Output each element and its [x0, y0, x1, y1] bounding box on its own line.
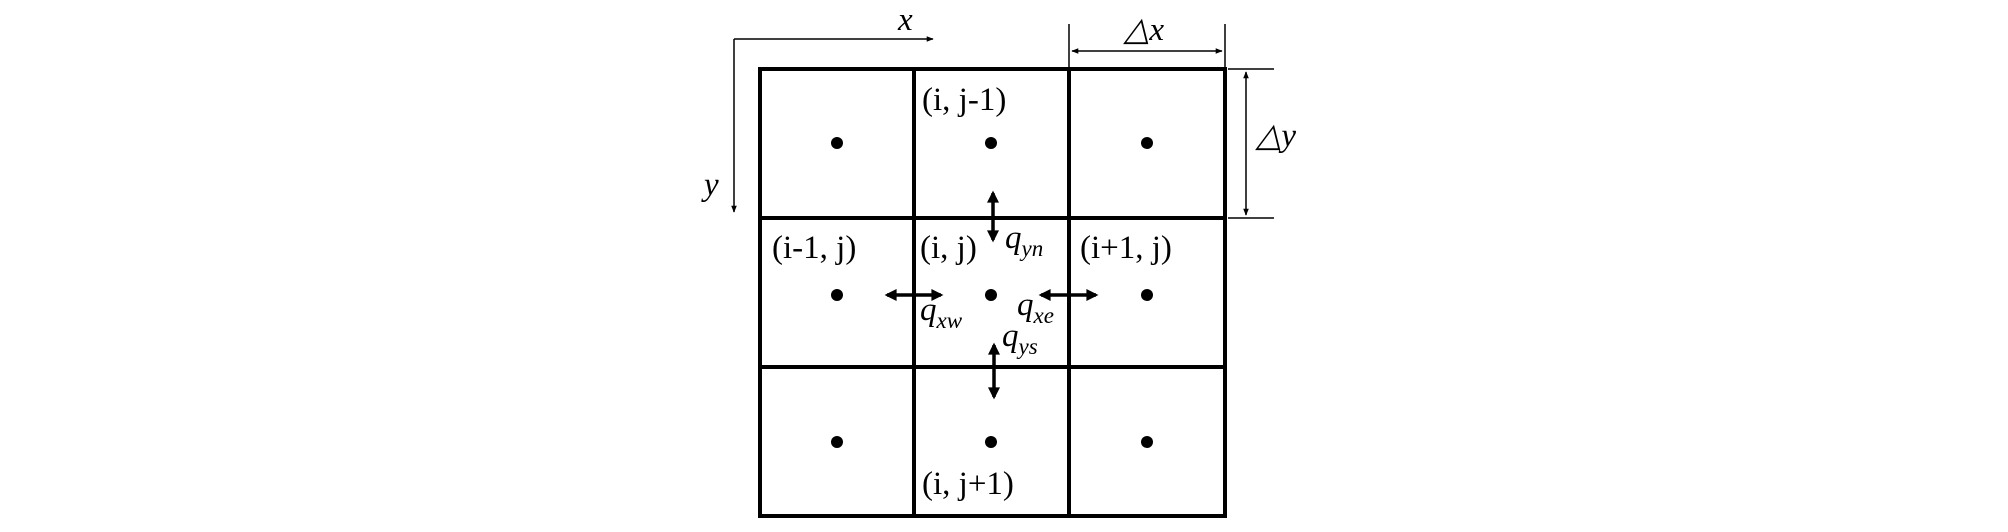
flux-yn-label: qyn	[1005, 220, 1043, 261]
flux-symbol: q	[1002, 318, 1019, 354]
flux-subscript: ys	[1017, 334, 1038, 359]
flux-xw-label: qxw	[920, 292, 963, 333]
dy-dimension: △y	[1228, 68, 1296, 219]
cell-label-north: (i, j-1)	[922, 82, 1006, 118]
node-dot	[1141, 289, 1153, 301]
flux-subscript: yn	[1020, 236, 1044, 261]
node-dot	[831, 289, 843, 301]
coordinate-axes: x y	[701, 2, 934, 213]
flux-symbol: q	[1017, 287, 1034, 323]
flux-xe-label: qxe	[1017, 287, 1054, 328]
cell-label-center: (i, j)	[920, 230, 977, 266]
grid-border	[758, 67, 1227, 518]
cell-label-south: (i, j+1)	[922, 466, 1014, 502]
dx-label: △x	[1123, 12, 1164, 48]
flux-subscript: xw	[936, 308, 963, 333]
dx-dimension: △x	[1068, 12, 1226, 69]
node-dot	[985, 137, 997, 149]
flux-ys-label: qys	[1002, 318, 1038, 359]
dy-label: △y	[1255, 118, 1296, 154]
flux-subscript: xe	[1033, 303, 1054, 328]
node-dot	[985, 436, 997, 448]
node-dot	[1141, 436, 1153, 448]
node-dot	[1141, 137, 1153, 149]
node-dot	[985, 289, 997, 301]
flux-symbol: q	[920, 292, 937, 328]
y-axis-label: y	[701, 167, 719, 203]
flux-symbol: q	[1005, 220, 1022, 256]
cell-nodes	[831, 137, 1153, 448]
cell-label-east: (i+1, j)	[1080, 230, 1172, 266]
cell-label-west: (i-1, j)	[772, 230, 856, 266]
node-dot	[831, 137, 843, 149]
node-dot	[831, 436, 843, 448]
x-axis-label: x	[897, 2, 913, 38]
